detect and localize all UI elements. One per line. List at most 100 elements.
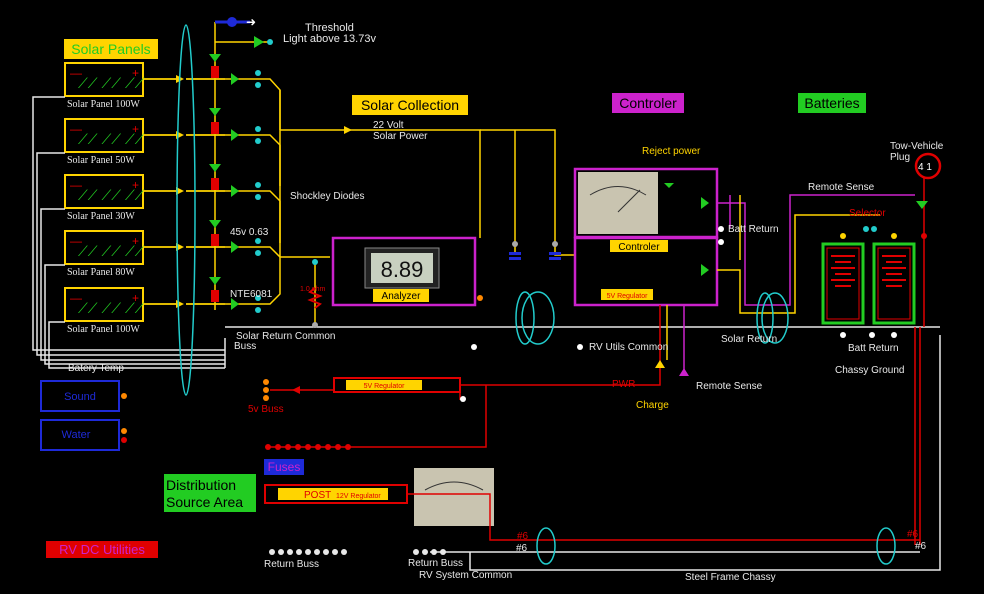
sound-label: Sound (64, 391, 96, 403)
solar-collection-label: Solar Collection (361, 97, 459, 113)
analyzer-box: 8.89 Analyzer (331, 236, 483, 307)
return-buss-label: Return Buss (264, 559, 319, 570)
tow-vehicle-plug: 4 1 (914, 152, 942, 239)
panel-label-4: Solar Panel 80W (67, 267, 135, 278)
panel-return-wires (32, 96, 940, 369)
ohm-label: 1.0 ohm (300, 286, 325, 293)
nte-label: NTE6081 (230, 289, 273, 300)
threshold-leds (209, 22, 221, 310)
v5-buss-label: 5v Buss (248, 404, 284, 415)
panel-label-1: Solar Panel 100W (67, 99, 140, 110)
wire-gauge-1-label: #6 (517, 531, 529, 542)
solar-panel-4: — + ⟋⟋ ⟋⟋ ⟋⟋ (64, 230, 145, 265)
buss-label: Buss (234, 341, 256, 352)
solar-power-label: Solar Power (373, 131, 428, 142)
panel-label-5: Solar Panel 100W (67, 324, 140, 335)
tow-vehicle-label: Tow-Vehicle (890, 141, 944, 152)
selector-label: Selector (849, 208, 886, 219)
wire-gauge-3-label: #6 (907, 529, 919, 540)
source-area-label: Source Area (166, 494, 243, 510)
solar-return2-label: Solar Return (721, 334, 777, 345)
solar-panels-label: Solar Panels (71, 41, 150, 57)
svg-text:+: + (132, 66, 139, 80)
svg-text:+: + (132, 291, 139, 305)
plug-pins-label: 4 1 (918, 162, 932, 173)
controller-box: Controler 5V Regulator (573, 167, 724, 307)
remote-sense-label: Remote Sense (808, 182, 875, 193)
return-buss2-label: Return Buss (408, 558, 463, 569)
v45-label: 45v 0.63 (230, 227, 269, 238)
cable-bundle (176, 24, 196, 396)
batteries-label: Batteries (804, 95, 859, 111)
shockley-label: Shockley Diodes (290, 191, 364, 202)
fuse-bus (265, 444, 351, 450)
threshold-label: Threshold (305, 22, 354, 34)
svg-text:—: — (70, 66, 82, 80)
panel-labels: Solar Panel 100W Solar Panel 50W Solar P… (67, 99, 140, 335)
svg-text:⟋⟋ ⟋⟋ ⟋⟋: ⟋⟋ ⟋⟋ ⟋⟋ (78, 300, 145, 316)
volt22-label: 22 Volt (373, 120, 404, 131)
battery-temp-label: Batery Temp (68, 363, 124, 374)
page-title: RV DC Utilities (59, 542, 145, 557)
return-busses (269, 549, 446, 555)
svg-text:⟋⟋ ⟋⟋ ⟋⟋: ⟋⟋ ⟋⟋ ⟋⟋ (78, 75, 145, 91)
svg-text:—: — (70, 178, 82, 192)
rv-system-common-label: RV System Common (419, 570, 512, 581)
remote-sense2-label: Remote Sense (696, 381, 763, 392)
wire-gauge-2-label: #6 (516, 543, 528, 554)
five-volt-regulator: 5V Regulator (263, 360, 689, 448)
charge-label: Charge (636, 400, 669, 411)
panel-output-wires (143, 78, 225, 305)
svg-text:+: + (132, 178, 139, 192)
svg-text:+: + (132, 122, 139, 136)
regulator-label: 5V Regulator (364, 383, 406, 390)
svg-text:➜: ➜ (246, 15, 256, 29)
solar-panel-3: — + ⟋⟋ ⟋⟋ ⟋⟋ (64, 174, 145, 209)
collection-bus (350, 129, 575, 256)
panel-label-3: Solar Panel 30W (67, 211, 135, 222)
shunt-resistor: 1.0 ohm (300, 259, 325, 328)
ctrl-regulator-label: 5V Regulator (607, 293, 649, 300)
shockley-diodes (225, 70, 350, 313)
water-label: Water (62, 429, 91, 441)
solar-return-label: Solar Return Common (236, 331, 335, 342)
controller-label: Controler (619, 95, 677, 111)
plug-label: Plug (890, 152, 910, 163)
section-labels: Solar Panels Solar Collection Controler … (46, 39, 866, 558)
svg-text:—: — (70, 122, 82, 136)
threshold-indicator: ➜ Threshold Light above 13.73v (215, 15, 376, 48)
post-label: POST (304, 490, 331, 501)
svg-text:⟋⟋ ⟋⟋ ⟋⟋: ⟋⟋ ⟋⟋ ⟋⟋ (78, 131, 145, 147)
solar-panel-5: — + ⟋⟋ ⟋⟋ ⟋⟋ (64, 287, 145, 322)
svg-text:⟋⟋ ⟋⟋ ⟋⟋: ⟋⟋ ⟋⟋ ⟋⟋ (78, 187, 145, 203)
solar-panels: — + ⟋⟋ ⟋⟋ ⟋⟋ — + ⟋⟋ ⟋⟋ ⟋⟋ — + ⟋⟋ ⟋⟋ ⟋⟋ —… (64, 62, 145, 322)
wire-gauge-4-label: #6 (915, 541, 927, 552)
reg12v-label: 12V Regulator (336, 493, 381, 500)
wire-labels: 22 Volt Solar Power Shockley Diodes 45v … (68, 120, 944, 583)
svg-text:+: + (132, 234, 139, 248)
distribution-label: Distribution (166, 477, 236, 493)
red-wires (914, 178, 925, 545)
svg-text:—: — (70, 234, 82, 248)
threshold-sub-label: Light above 13.73v (283, 33, 376, 45)
fuses-label: Fuses (268, 460, 301, 474)
chassy-ground-label: Chassy Ground (835, 365, 904, 376)
meter-display: 8.89 (381, 257, 424, 282)
twelve-volt-regulator: POST 12V Regulator (264, 468, 920, 553)
solar-panel-2: — + ⟋⟋ ⟋⟋ ⟋⟋ (64, 118, 145, 153)
battery-bank (821, 226, 916, 338)
sound-indicator: Sound (40, 380, 127, 412)
analyzer-label: Analyzer (382, 291, 422, 302)
batt-return-label: Batt Return (728, 224, 779, 235)
svg-text:—: — (70, 291, 82, 305)
rv-utils-common-label: RV Utils Common (589, 342, 668, 353)
panel-label-2: Solar Panel 50W (67, 155, 135, 166)
steel-frame-label: Steel Frame Chassy (685, 572, 776, 583)
batt-return2-label: Batt Return (848, 343, 899, 354)
solar-panel-1: — + ⟋⟋ ⟋⟋ ⟋⟋ (64, 62, 145, 97)
svg-text:⟋⟋ ⟋⟋ ⟋⟋: ⟋⟋ ⟋⟋ ⟋⟋ (78, 243, 145, 259)
controler-box-label: Controler (618, 242, 660, 253)
battery-wiring (659, 194, 915, 370)
reject-power-label: Reject power (642, 146, 701, 157)
